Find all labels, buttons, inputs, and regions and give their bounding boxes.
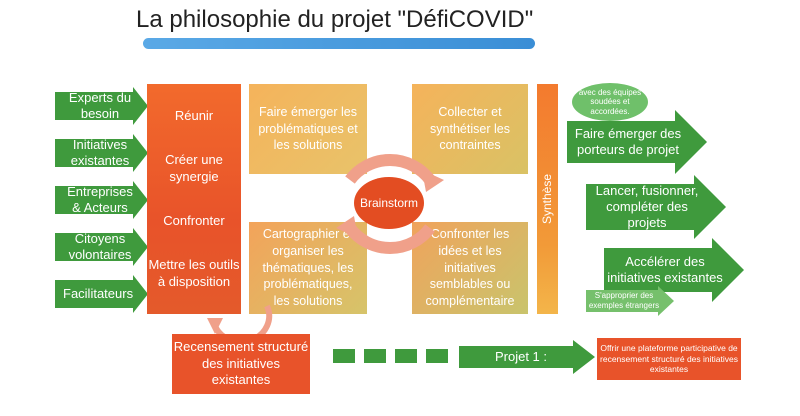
synthesis-label: Synthèse (540, 173, 555, 225)
project-result-box: Offrir une plateforme participative de r… (597, 338, 741, 380)
output-label: Accélérer des initiatives existantes (607, 253, 723, 285)
action-item: Mettre les outils à disposition (148, 256, 240, 289)
dash-block (364, 349, 386, 363)
action-column: Réunir Créer une synergie Confronter Met… (147, 84, 241, 314)
quadrant-top-right: Collecter et synthétiser les contraintes (412, 84, 528, 174)
input-arrow-citoyens: Citoyens volontaires (55, 228, 148, 266)
synthesis-label-wrap: Synthèse (537, 84, 558, 314)
action-item: Créer une synergie (165, 151, 223, 184)
teams-bubble: avec des équipes soudées et accordées. (572, 83, 648, 121)
output-arrow-projets: Lancer, fusionner, compléter des projets (586, 175, 726, 239)
quadrant-bottom-left: Cartographier et organiser les thématiqu… (249, 222, 367, 314)
input-label: Experts du besoin (68, 89, 132, 121)
input-label: Facilitateurs (63, 285, 134, 301)
input-arrow-facilitateurs: Facilitateurs (55, 275, 148, 313)
action-item: Confronter (163, 212, 225, 228)
action-item: Réunir (174, 107, 214, 123)
input-arrow-entreprises: Entreprises & Acteurs (55, 181, 148, 219)
output-arrow-exemples: S'approprier des exemples étrangers (586, 286, 674, 316)
census-box: Recensement structuré des initiatives ex… (172, 334, 310, 394)
project-label: Projet 1 : (494, 348, 548, 364)
output-label: Lancer, fusionner, compléter des projets (595, 182, 699, 231)
output-label: S'approprier des exemples étrangers (588, 291, 660, 310)
input-arrow-initiatives: Initiatives existantes (55, 134, 148, 172)
quadrant-bottom-right: Confronter les idées et les initiatives … (412, 222, 528, 314)
quadrant-top-left: Faire émerger les problématiques et les … (249, 84, 367, 174)
cycle-ring-icon (336, 154, 444, 254)
input-label: Citoyens volontaires (68, 230, 132, 262)
output-arrow-accelerer: Accélérer des initiatives existantes (604, 238, 744, 302)
output-label: Faire émerger des porteurs de projet (574, 125, 682, 157)
dash-block (395, 349, 417, 363)
synthesis-bar (537, 84, 558, 314)
dash-block (426, 349, 448, 363)
input-label: Entreprises & Acteurs (67, 183, 133, 215)
page-title: La philosophie du projet "DéfiCOVID" (136, 6, 534, 33)
input-arrow-experts: Experts du besoin (55, 87, 148, 125)
title-underline (143, 38, 535, 49)
output-arrow-porteurs: Faire émerger des porteurs de projet (567, 110, 707, 174)
dash-block (333, 349, 355, 363)
project-arrow: Projet 1 : (459, 340, 595, 374)
brainstorm-circle: Brainstorm (354, 177, 424, 229)
input-label: Initiatives existantes (70, 136, 130, 168)
